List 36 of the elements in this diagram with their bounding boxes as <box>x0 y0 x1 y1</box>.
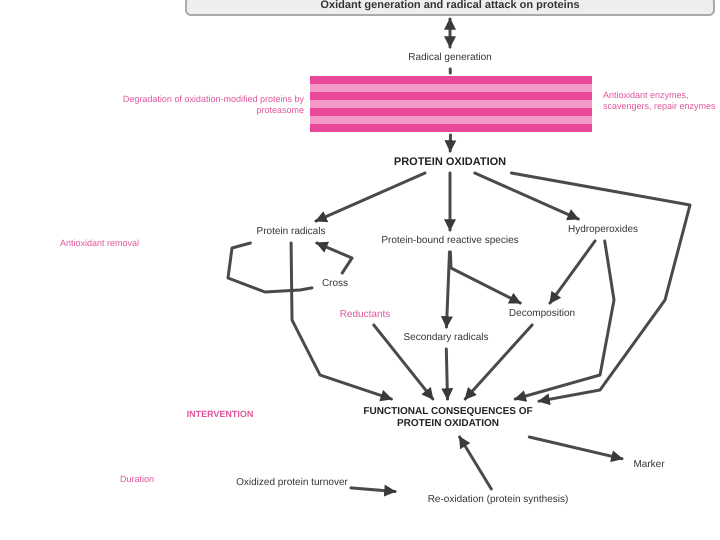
annotation-text: Antioxidant removal <box>60 238 140 250</box>
arrow <box>372 324 434 400</box>
arrow <box>444 18 456 48</box>
arrow <box>441 348 454 400</box>
arrow <box>314 172 426 222</box>
striped-band <box>310 76 592 132</box>
node-label: Secondary radicals <box>390 330 502 346</box>
arrow <box>528 436 624 462</box>
node-label: Protein radicals <box>245 224 337 240</box>
node-label: Oxidized protein turnover <box>236 468 348 498</box>
annotation-text: Degradation of oxidation-modified proteins by proteasome <box>122 94 304 116</box>
arrow <box>464 324 534 400</box>
node-label: Radical generation <box>385 50 515 66</box>
node-label: Reductants <box>330 306 400 322</box>
node-label: Decomposition <box>496 306 588 322</box>
arrow <box>510 172 692 406</box>
annotation-text: INTERVENTION <box>186 409 254 420</box>
node-label: PROTEIN OXIDATION <box>375 154 525 170</box>
arrow <box>458 436 493 490</box>
node-label: Marker <box>625 457 673 473</box>
node-label: Cross <box>315 276 355 292</box>
node-label: Re-oxidation (protein synthesis) <box>398 492 598 508</box>
arrow <box>514 240 616 402</box>
arrow <box>440 250 453 328</box>
arrow <box>473 172 580 220</box>
arrow <box>315 242 354 274</box>
arrow <box>350 484 396 497</box>
node-label: Protein-bound reactive species <box>360 233 540 249</box>
annotation-text: Duration <box>120 474 156 486</box>
arrow <box>548 240 596 304</box>
arrow <box>444 134 456 152</box>
arrow <box>448 250 522 304</box>
annotation-text: Antioxidant enzymes, scavengers, repair enzymes <box>603 90 717 112</box>
arrow <box>290 242 393 402</box>
node-label: Hydroperoxides <box>563 222 643 238</box>
arrow <box>444 172 456 232</box>
